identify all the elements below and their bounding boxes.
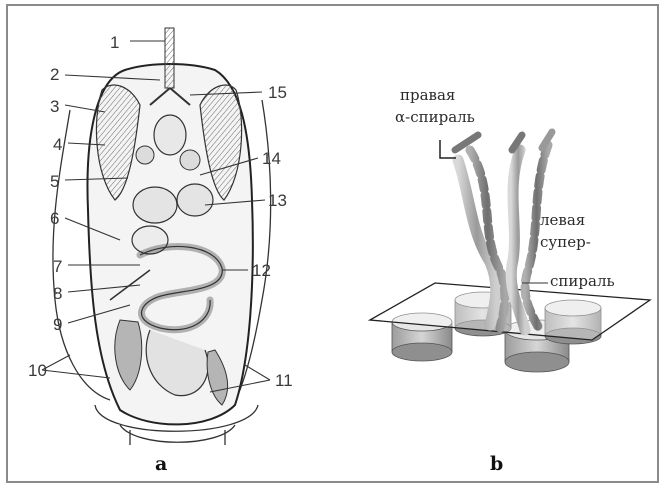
callout-8: 8 [53,284,62,303]
callout-6: 6 [50,209,59,228]
callout-5: 5 [50,172,59,191]
organ-blob-2 [180,150,200,170]
panel-a-anatomy: 1 2 3 4 5 6 7 8 9 10 11 12 13 14 15 a [28,28,293,475]
label-left-superhelix-line3: спираль [550,272,615,290]
label-right-helix-line1: правая [400,86,455,104]
panel-b-coiled-coil: правая α-спираль левая супер- спираль b [370,86,650,475]
liver [133,187,177,223]
callout-3: 3 [50,97,59,116]
panel-a-caption: a [155,453,167,475]
organ-blob-1 [136,146,154,164]
trachea [165,28,174,88]
stomach [177,184,213,216]
callout-1: 1 [110,33,119,52]
callout-10: 10 [28,361,47,380]
callout-7: 7 [53,257,62,276]
callout-12: 12 [252,261,271,280]
panel-b-caption: b [490,453,503,475]
label-left-superhelix-line2: супер- [540,233,591,251]
callout-4: 4 [53,135,62,154]
label-right-helix-line2: α-спираль [395,108,475,126]
callout-14: 14 [262,149,281,168]
callout-15: 15 [268,83,287,102]
label-left-superhelix-line1: левая [540,211,585,229]
callout-13: 13 [268,191,287,210]
callout-2: 2 [50,65,59,84]
heart [154,115,186,155]
callout-11: 11 [275,371,293,390]
callout-9: 9 [53,315,62,334]
